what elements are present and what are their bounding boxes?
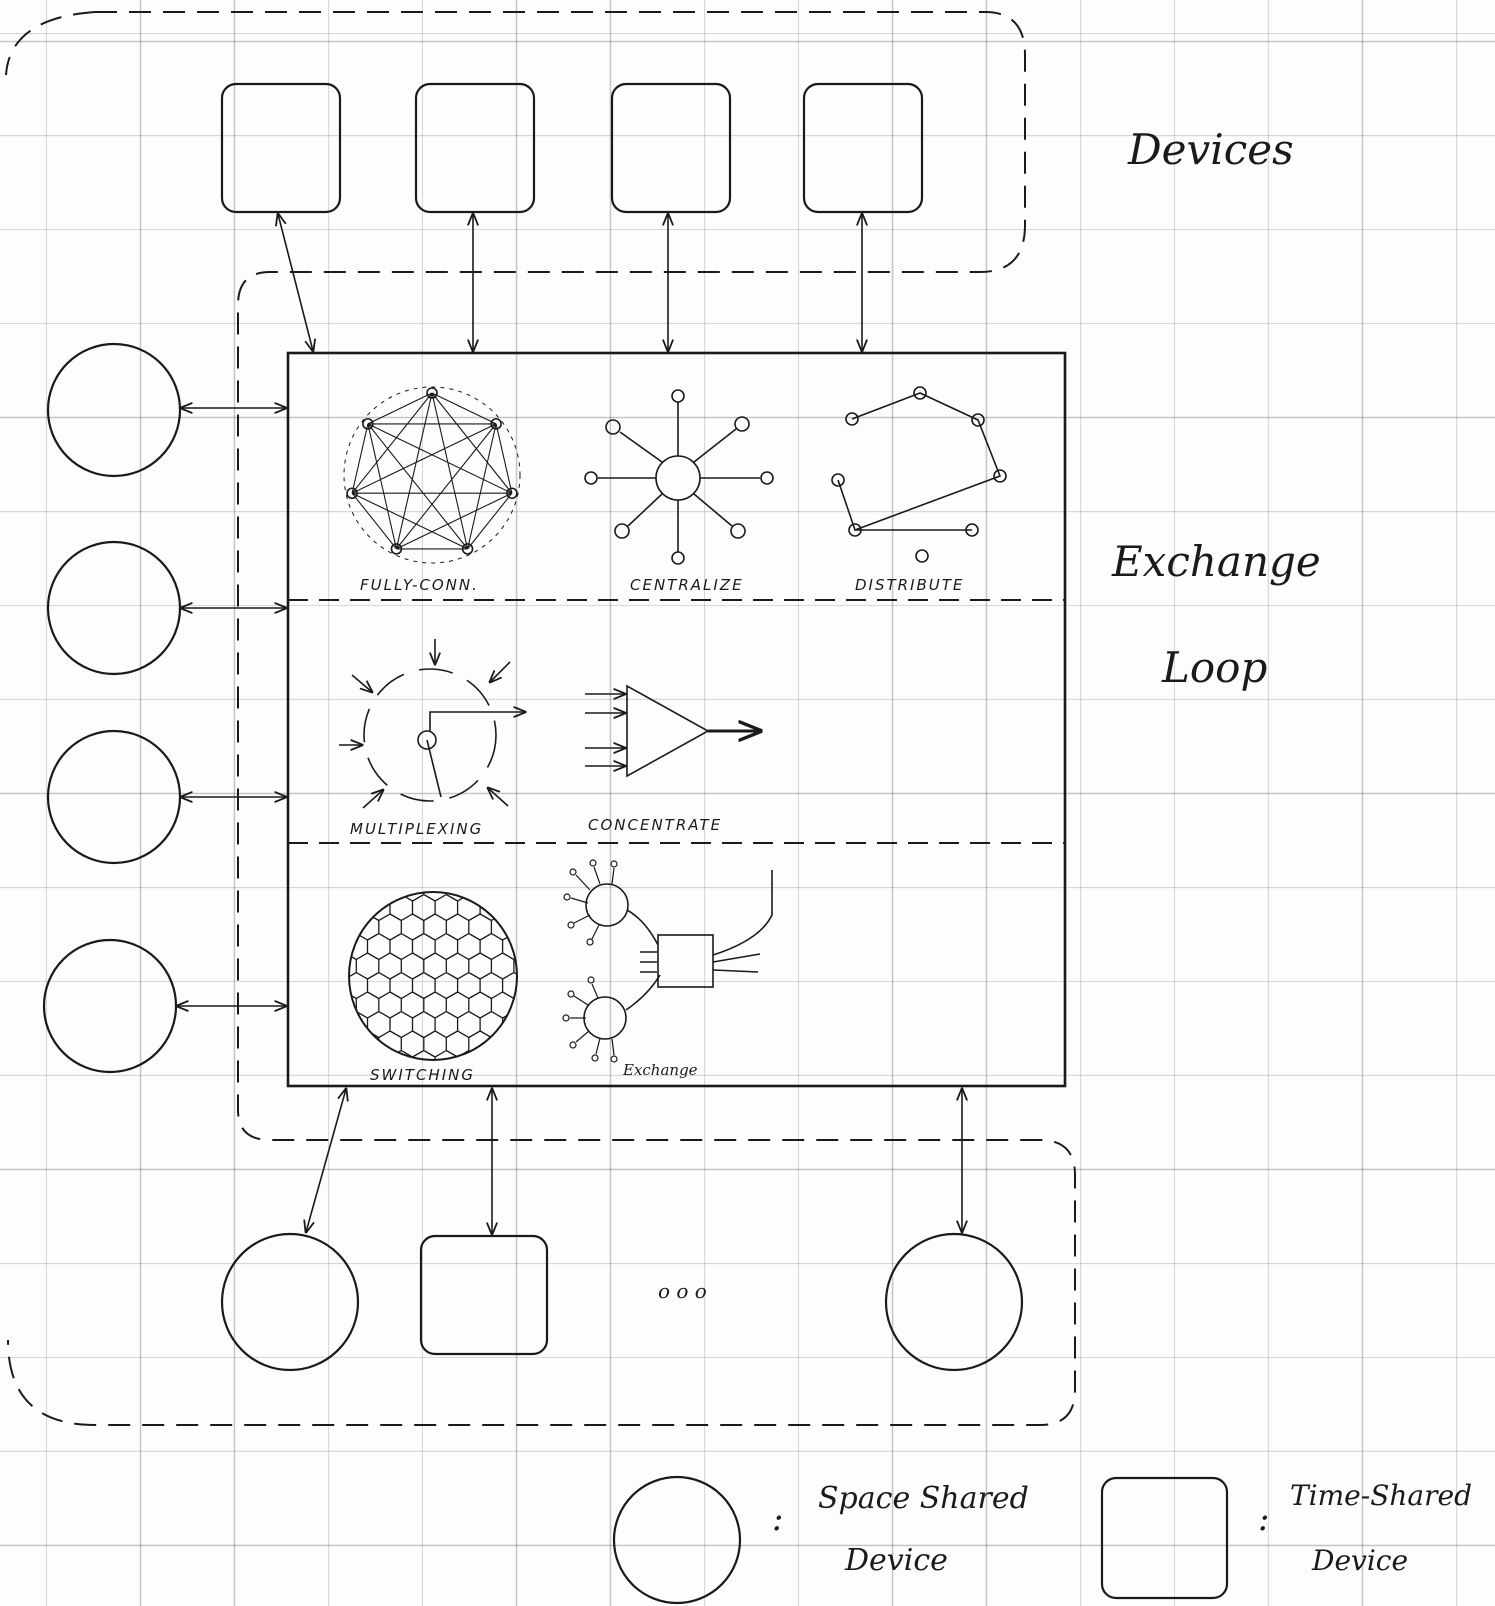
legend-time-shared-label: Time-Shared bbox=[1290, 1479, 1472, 1512]
legend-time-shared-symbol bbox=[1100, 1476, 1229, 1600]
left-devices bbox=[42, 342, 182, 1074]
caption-fully-connected: FULLY-CONN. bbox=[360, 576, 479, 594]
legend-colon-space: : bbox=[772, 1499, 783, 1539]
space-shared-device-bottom-2 bbox=[884, 1232, 1024, 1372]
top-devices bbox=[220, 82, 924, 214]
legend: : Space Shared Device : Time-Shared Devi… bbox=[612, 1475, 1472, 1605]
fully-connected-topology bbox=[343, 386, 521, 564]
legend-space-shared-device: Device bbox=[844, 1543, 948, 1578]
legend-colon-time: : bbox=[1258, 1499, 1269, 1539]
time-shared-device-top-3 bbox=[610, 82, 732, 214]
devices-dashed-loop-top-left bbox=[5, 11, 96, 76]
time-shared-device-top-4 bbox=[802, 82, 924, 214]
caption-exchange-node: Exchange bbox=[622, 1061, 698, 1079]
top-connectors bbox=[278, 214, 862, 351]
centralized-topology bbox=[584, 389, 774, 565]
switching-fabric bbox=[348, 891, 518, 1061]
caption-concentrate: CONCENTRATE bbox=[588, 816, 722, 834]
legend-space-shared-label: Space Shared bbox=[818, 1481, 1029, 1516]
space-shared-device-bottom-1 bbox=[220, 1232, 360, 1372]
time-shared-device-bottom-1 bbox=[419, 1234, 549, 1356]
caption-multiplexing: MULTIPLEXING bbox=[350, 820, 483, 838]
caption-distribute: DISTRIBUTE bbox=[855, 576, 964, 594]
caption-switching: SWITCHING bbox=[370, 1066, 475, 1084]
distributed-topology bbox=[831, 386, 1007, 563]
space-shared-device-left-4 bbox=[42, 938, 178, 1074]
concentrator-diagram bbox=[585, 684, 760, 778]
space-shared-device-left-3 bbox=[46, 729, 182, 865]
bottom-devices bbox=[220, 1232, 1024, 1372]
exchange-box bbox=[286, 351, 1067, 1088]
space-shared-device-left-2 bbox=[46, 540, 182, 676]
time-shared-device-top-2 bbox=[414, 82, 536, 214]
multiplexing-diagram bbox=[339, 639, 525, 809]
exchange-node-diagram bbox=[562, 859, 773, 1063]
legend-space-shared-symbol bbox=[612, 1475, 742, 1605]
bottom-connectors bbox=[306, 1089, 962, 1234]
label-exchange: Exchange bbox=[1111, 537, 1321, 586]
ellipsis-dots: o o o bbox=[658, 1279, 707, 1303]
time-shared-device-top-1 bbox=[220, 82, 342, 214]
left-connectors bbox=[177, 408, 286, 1006]
label-loop: Loop bbox=[1161, 643, 1267, 692]
label-devices: Devices bbox=[1127, 125, 1294, 174]
devices-dashed-loop bbox=[7, 11, 1076, 1426]
space-shared-device-left-1 bbox=[46, 342, 182, 478]
caption-centralize: CENTRALIZE bbox=[630, 576, 744, 594]
legend-time-shared-device: Device bbox=[1311, 1544, 1408, 1577]
